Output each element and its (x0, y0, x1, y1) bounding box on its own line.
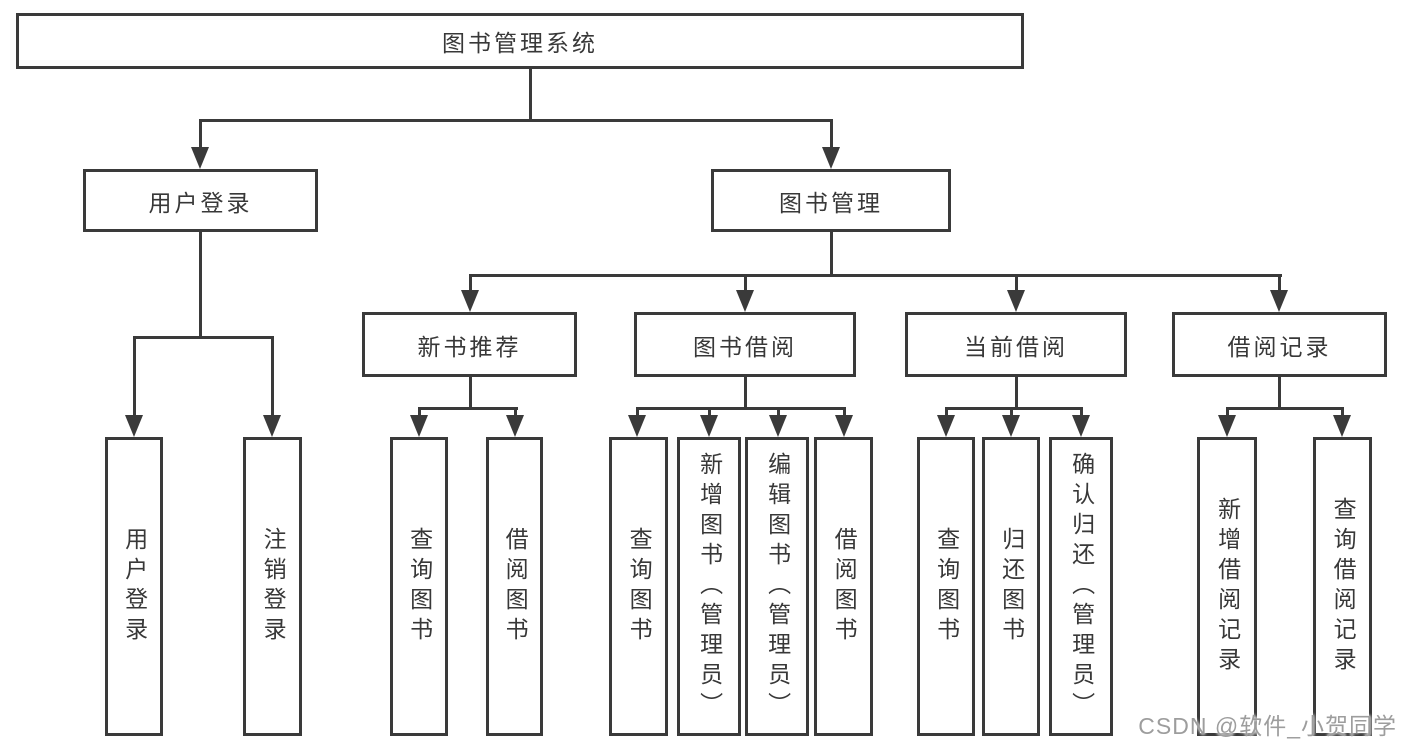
connector-arrow-stem (1226, 407, 1229, 417)
arrow-down-icon (1007, 290, 1025, 312)
node-borrowing-records: 借阅记录 (1172, 312, 1387, 377)
node-user-login-label: 用户登录 (148, 189, 253, 216)
connector-user-login-rail (133, 336, 274, 339)
connector-records-stem (1278, 377, 1281, 408)
arrow-down-icon (736, 290, 754, 312)
node-book-management: 图书管理 (711, 169, 951, 232)
node-book-borrowing: 图书借阅 (634, 312, 856, 377)
leaf-label: 查询借阅记录 (1330, 496, 1357, 677)
leaf-label: 编辑图书（管理员） (764, 451, 791, 722)
connector-arrow-stem (514, 407, 517, 417)
connector-user-login-stem (199, 232, 202, 336)
connector-borrowing-stem (744, 377, 747, 408)
connector-records-rail (1226, 407, 1343, 410)
connector-arrow-stem (777, 407, 780, 417)
csdn-watermark: CSDN @软件_小贺同学 (1138, 713, 1397, 739)
arrow-down-icon (191, 147, 209, 169)
arrow-down-icon (263, 415, 281, 437)
arrow-down-icon (410, 415, 428, 437)
connector-arrow-stem (199, 119, 202, 149)
arrow-down-icon (506, 415, 524, 437)
connector-borrowing-rail (636, 407, 845, 410)
leaf-label: 借阅图书 (831, 526, 858, 647)
node-leaf-user-login: 用户登录 (105, 437, 163, 736)
node-leaf-borrow-books-recommend: 借阅图书 (486, 437, 543, 736)
leaf-label: 新增借阅记录 (1214, 496, 1241, 677)
arrow-down-icon (937, 415, 955, 437)
arrow-down-icon (461, 290, 479, 312)
connector-arrow-stem (1341, 407, 1344, 417)
connector-arrow-stem (271, 336, 274, 417)
arrow-down-icon (628, 415, 646, 437)
connector-arrow-stem (1010, 407, 1013, 417)
leaf-label: 归还图书 (998, 526, 1025, 647)
connector-arrow-stem (830, 119, 833, 149)
node-leaf-confirm-return-admin: 确认归还（管理员） (1049, 437, 1113, 736)
node-book-management-label: 图书管理 (779, 189, 883, 216)
connector-book-management-stem (830, 232, 833, 277)
node-leaf-edit-books-admin: 编辑图书（管理员） (745, 437, 809, 736)
node-book-borrowing-label: 图书借阅 (693, 333, 797, 360)
node-current-borrowing-label: 当前借阅 (964, 333, 1068, 360)
arrow-down-icon (822, 147, 840, 169)
connector-arrow-stem (133, 336, 136, 417)
leaf-label: 借阅图书 (502, 526, 529, 647)
node-leaf-query-books-borrowing: 查询图书 (609, 437, 668, 736)
node-root-label: 图书管理系统 (442, 30, 598, 56)
node-new-book-recommend: 新书推荐 (362, 312, 577, 377)
leaf-label: 注销登录 (260, 526, 287, 647)
connector-recommend-rail (418, 407, 518, 410)
leaf-label: 新增图书（管理员） (696, 451, 723, 722)
connector-arrow-stem (636, 407, 639, 417)
connector-root-stem (529, 69, 532, 119)
connector-arrow-stem (744, 274, 747, 292)
connector-arrow-stem (1278, 274, 1281, 292)
connector-current-stem (1015, 377, 1018, 408)
leaf-label: 查询图书 (406, 526, 433, 647)
node-user-login: 用户登录 (83, 169, 318, 232)
arrow-down-icon (1333, 415, 1351, 437)
connector-current-rail (945, 407, 1082, 410)
leaf-label: 用户登录 (121, 526, 148, 647)
connector-arrow-stem (418, 407, 421, 417)
node-leaf-add-books-admin: 新增图书（管理员） (677, 437, 741, 736)
leaf-label: 查询图书 (933, 526, 960, 647)
arrow-down-icon (769, 415, 787, 437)
node-current-borrowing: 当前借阅 (905, 312, 1127, 377)
connector-recommend-stem (469, 377, 472, 408)
arrow-down-icon (1002, 415, 1020, 437)
leaf-label: 确认归还（管理员） (1068, 451, 1095, 722)
node-root: 图书管理系统 (16, 13, 1024, 69)
connector-arrow-stem (945, 407, 948, 417)
connector-arrow-stem (1015, 274, 1018, 292)
connector-arrow-stem (1080, 407, 1083, 417)
connector-arrow-stem (708, 407, 711, 417)
node-leaf-borrow-books-borrowing: 借阅图书 (814, 437, 873, 736)
node-new-book-recommend-label: 新书推荐 (417, 333, 522, 360)
node-leaf-query-books-recommend: 查询图书 (390, 437, 448, 736)
arrow-down-icon (700, 415, 718, 437)
connector-arrow-stem (469, 274, 472, 292)
node-leaf-return-books: 归还图书 (982, 437, 1040, 736)
node-borrowing-records-label: 借阅记录 (1227, 333, 1332, 360)
connector-level2-rail (199, 119, 833, 122)
arrow-down-icon (1072, 415, 1090, 437)
arrow-down-icon (125, 415, 143, 437)
arrow-down-icon (1270, 290, 1288, 312)
connector-arrow-stem (843, 407, 846, 417)
arrow-down-icon (835, 415, 853, 437)
node-leaf-add-borrow-record: 新增借阅记录 (1197, 437, 1257, 736)
node-leaf-query-borrow-record: 查询借阅记录 (1313, 437, 1372, 736)
node-leaf-logout: 注销登录 (243, 437, 302, 736)
arrow-down-icon (1218, 415, 1236, 437)
connector-level3-rail (469, 274, 1282, 277)
node-leaf-query-books-current: 查询图书 (917, 437, 975, 736)
leaf-label: 查询图书 (626, 526, 653, 647)
